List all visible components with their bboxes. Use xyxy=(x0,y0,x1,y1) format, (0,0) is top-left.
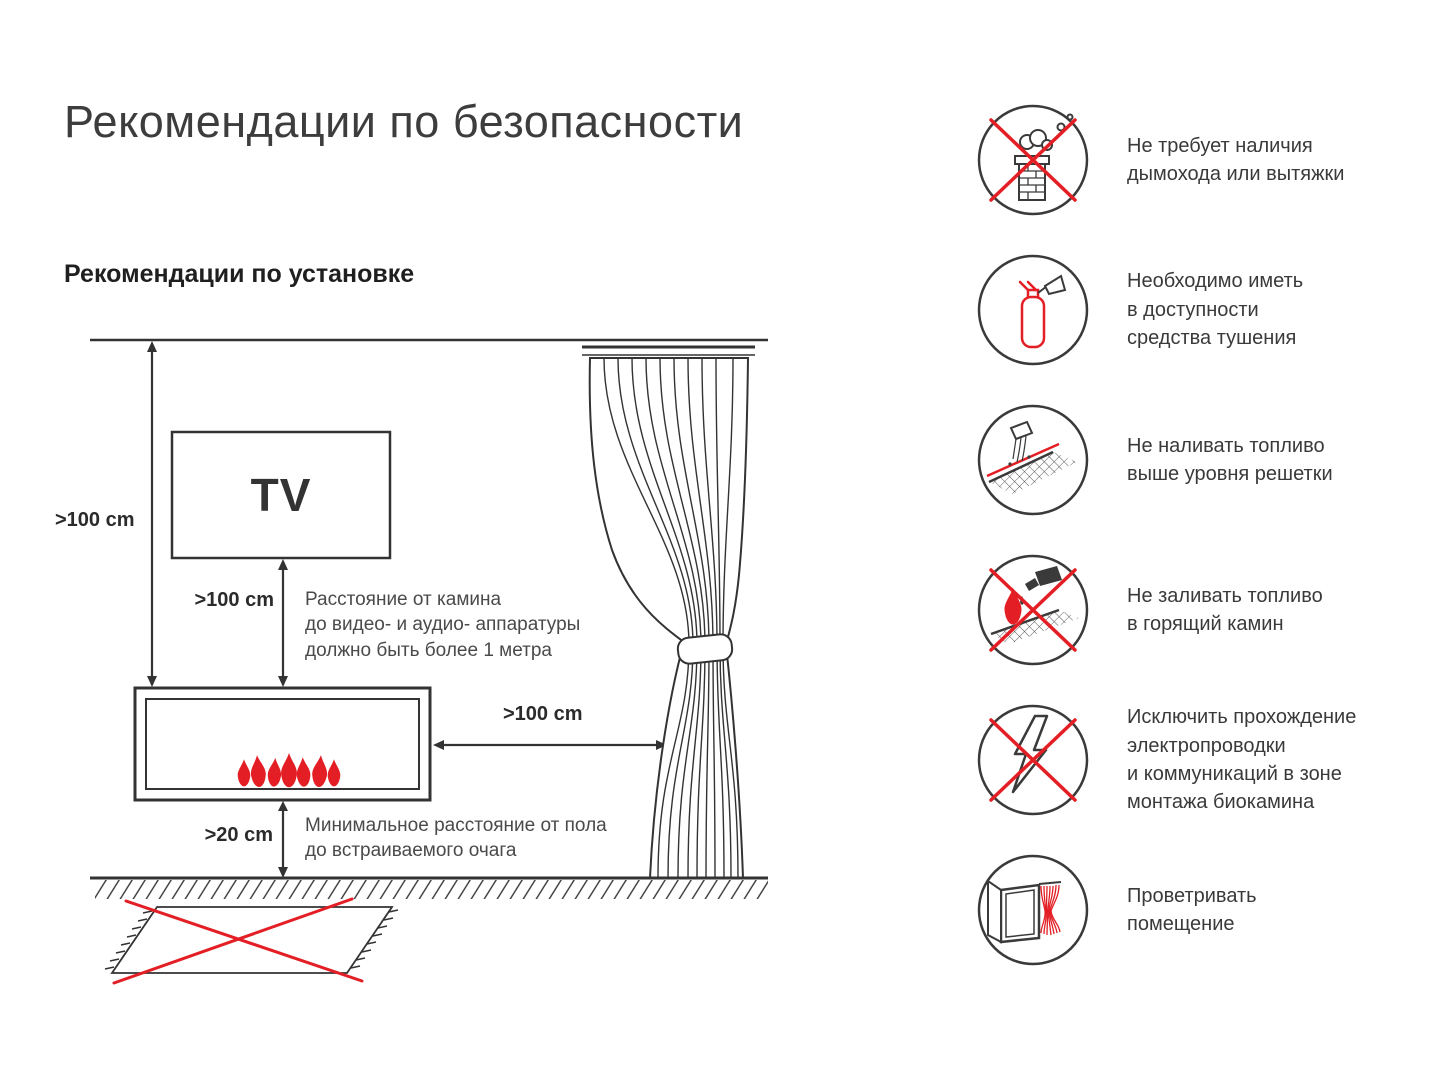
safety-item-no-wiring: Исключить прохождение электропроводки и … xyxy=(975,685,1435,835)
safety-item-no-refuel: Не заливать топливо в горящий камин xyxy=(975,535,1435,685)
installation-diagram xyxy=(90,338,768,985)
safety-item-extinguisher: Необходимо иметь в доступности средства … xyxy=(975,235,1435,385)
tv-label: TV xyxy=(250,469,312,521)
no-refuel-burning-icon xyxy=(975,552,1091,668)
distance-tv-label: >100 cm xyxy=(194,589,274,611)
arrow-tv-to-fireplace xyxy=(278,559,288,687)
no-chimney-icon xyxy=(975,102,1091,218)
safety-item-text: Проветривать помещение xyxy=(1127,884,1257,935)
fireplace xyxy=(133,686,432,802)
section-subtitle: Рекомендации по установке xyxy=(64,260,415,288)
distance-curtain-label: >100 cm xyxy=(503,703,583,725)
safety-item-text: Не наливать топливо выше уровня решетки xyxy=(1127,434,1333,485)
safety-item-no-chimney: Не требует наличия дымохода или вытяжки xyxy=(975,85,1435,235)
distance-floor-label: >20 cm xyxy=(204,824,273,846)
floor-hatching xyxy=(95,880,768,899)
arrow-fireplace-to-floor xyxy=(278,801,288,878)
fuel-level-icon xyxy=(975,402,1091,518)
distance-floor-note: Минимальное расстояние от пола до встраи… xyxy=(305,815,607,862)
safety-rules-list: Не требует наличия дымохода или вытяжки … xyxy=(975,85,1435,985)
window-curtain-strands xyxy=(1040,884,1061,936)
safety-item-text: Исключить прохождение электропроводки и … xyxy=(1127,706,1357,814)
safety-item-ventilate: Проветривать помещение xyxy=(975,835,1435,985)
safety-item-text: Не требует наличия дымохода или вытяжки xyxy=(1127,134,1345,185)
ventilate-room-icon xyxy=(975,852,1091,968)
arrow-fireplace-to-curtain xyxy=(433,740,667,750)
curtain-tie xyxy=(676,633,734,665)
floor xyxy=(90,876,768,899)
distance-ceiling-label: >100 cm xyxy=(55,509,135,531)
carpet-crossed-out xyxy=(104,897,399,985)
red-cross-icon xyxy=(112,897,364,985)
safety-item-text: Не заливать топливо в горящий камин xyxy=(1127,584,1323,635)
distance-tv-note: Расстояние от камина до видео- и аудио- … xyxy=(305,589,581,661)
arrow-ceiling-to-fireplace xyxy=(147,341,157,687)
no-electrical-wiring-icon xyxy=(975,702,1091,818)
safety-item-text: Необходимо иметь в доступности средства … xyxy=(1127,270,1304,350)
page-title: Рекомендации по безопасности xyxy=(64,96,744,147)
fire-extinguisher-icon xyxy=(975,252,1091,368)
safety-item-fuel-level: Не наливать топливо выше уровня решетки xyxy=(975,385,1435,535)
carpet-fringe xyxy=(104,909,399,970)
tv-outline xyxy=(170,430,392,560)
